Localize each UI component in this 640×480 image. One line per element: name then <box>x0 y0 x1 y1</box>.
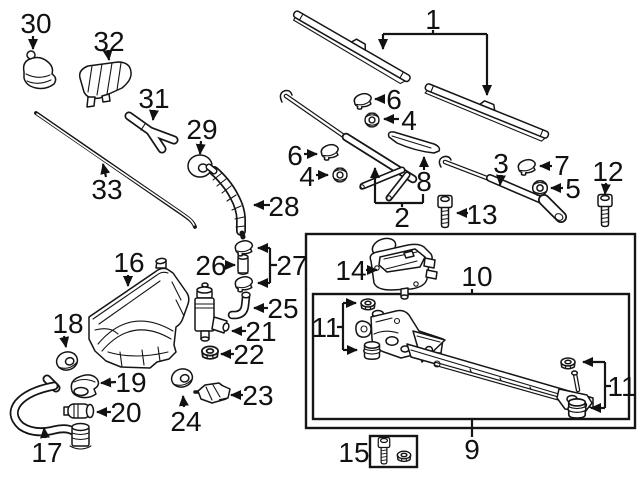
callout-4a: 4 <box>401 105 417 136</box>
part-20-level-sensor <box>63 403 95 419</box>
callout-19: 19 <box>115 367 146 398</box>
callout-7: 7 <box>554 150 570 181</box>
callout-33: 33 <box>91 174 122 205</box>
callout-30: 30 <box>20 8 51 39</box>
callout-11-left: 11 <box>311 312 340 343</box>
part-22-nut <box>201 345 219 360</box>
part-32-washer-nozzle <box>78 61 132 108</box>
callout-27: 27 <box>276 250 307 281</box>
callout-25: 25 <box>267 293 298 324</box>
part-19-cap <box>70 374 100 399</box>
part-33-washer-hose <box>34 111 197 229</box>
part-6-cap-b <box>319 142 341 162</box>
part-18-grommet <box>53 348 81 374</box>
part-15-nut <box>396 450 412 463</box>
part-29-grommet <box>187 154 213 178</box>
callout-5: 5 <box>565 173 581 204</box>
part-6-cap-a <box>352 91 374 111</box>
part-25-elbow-fitting <box>227 291 251 320</box>
callout-4b: 4 <box>299 161 315 192</box>
part-14-wiper-motor <box>369 237 438 300</box>
part-27-cap-a <box>234 239 254 257</box>
part-11-grommet-right <box>567 398 587 419</box>
part-16-washer-reservoir <box>88 257 190 369</box>
part-11-nut-left <box>360 298 376 311</box>
callout-24: 24 <box>170 406 201 437</box>
callout-11-right: 11 <box>607 371 636 402</box>
callout-20: 20 <box>110 397 141 428</box>
callout-21: 21 <box>245 316 276 347</box>
part-31-hose-connector <box>124 111 179 154</box>
callout-23: 23 <box>242 380 273 411</box>
callout-17: 17 <box>31 437 62 468</box>
part-11-nut-right <box>560 357 576 370</box>
callout-26: 26 <box>195 250 226 281</box>
callout-15: 15 <box>338 437 369 468</box>
part-7-cap <box>516 157 538 177</box>
part-5-nut <box>531 179 549 197</box>
part-23-sensor <box>193 382 231 404</box>
part-1-wiper-blade-rear <box>424 83 550 142</box>
callout-6b: 6 <box>287 140 303 171</box>
part-21-washer-pump <box>194 282 230 342</box>
part-12-bolt <box>597 193 613 228</box>
part-17-filler-hose <box>9 374 92 450</box>
part-8-arm-cover <box>387 131 441 154</box>
part-26-connector <box>237 254 249 276</box>
callout-28: 28 <box>268 191 299 222</box>
part-30-nozzle-cap <box>22 50 57 90</box>
part-27-cap-b <box>234 275 254 293</box>
callout-14: 14 <box>335 255 366 286</box>
part-13-bolt <box>437 194 453 229</box>
part-15-bolt <box>377 437 391 465</box>
part-1-wiper-blade-front <box>292 10 411 85</box>
callout-18: 18 <box>52 308 83 339</box>
part-11-grommet-left <box>363 341 381 360</box>
callout-31: 31 <box>138 83 169 114</box>
callout-13: 13 <box>466 199 497 230</box>
callout-2: 2 <box>394 202 410 233</box>
callout-32: 32 <box>93 26 124 57</box>
callout-10: 10 <box>461 261 492 292</box>
callout-16: 16 <box>113 247 144 278</box>
callout-22: 22 <box>233 339 264 370</box>
callout-12: 12 <box>592 156 623 187</box>
linkage-outer-frame <box>304 232 637 430</box>
callout-29: 29 <box>186 114 217 145</box>
part-4-nut-b <box>332 167 348 183</box>
callout-8: 8 <box>416 166 432 197</box>
part-9-wiper-linkage <box>355 309 594 413</box>
leader-lines <box>28 30 611 439</box>
callout-3: 3 <box>493 148 509 179</box>
part-2-wiper-arm <box>279 89 418 202</box>
callout-9: 9 <box>464 434 480 465</box>
linkage-inner-frame <box>311 292 631 421</box>
callout-1: 1 <box>425 4 441 35</box>
callout-6a: 6 <box>386 84 402 115</box>
callout-labels: 30 32 31 29 33 28 1 6 4 6 4 8 2 3 7 5 12… <box>20 4 636 468</box>
part-24-grommet <box>168 365 196 391</box>
part-28-ribbed-hose <box>205 163 246 240</box>
hardware-15-frame <box>368 434 419 469</box>
part-4-nut-a <box>364 112 380 128</box>
